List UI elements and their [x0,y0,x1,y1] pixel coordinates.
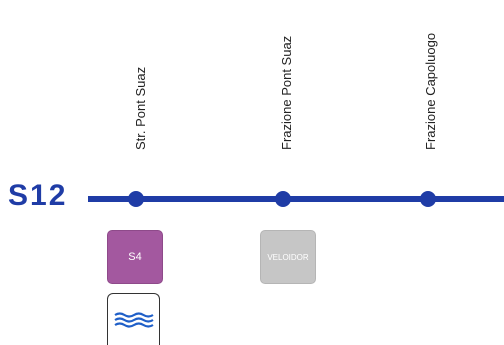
stop-label-1[interactable]: Str. Pont Suaz [133,66,148,150]
line-code: S12 [8,179,68,212]
connection-badge-veloidor[interactable]: VELOIDOR [260,230,316,284]
stop-dot-2[interactable] [275,191,291,207]
route-track [88,196,504,202]
water-waves-icon-graphic [114,312,154,328]
stop-dot-3[interactable] [420,191,436,207]
connection-badge-s4-label: S4 [128,251,142,263]
stop-label-3[interactable]: Frazione Capoluogo [423,32,438,150]
stop-dot-1[interactable] [128,191,144,207]
stop-label-2[interactable]: Frazione Pont Suaz [279,35,294,150]
connection-badge-veloidor-label: VELOIDOR [267,252,309,262]
connection-badge-s4[interactable]: S4 [107,230,163,284]
water-waves-icon [107,293,160,345]
